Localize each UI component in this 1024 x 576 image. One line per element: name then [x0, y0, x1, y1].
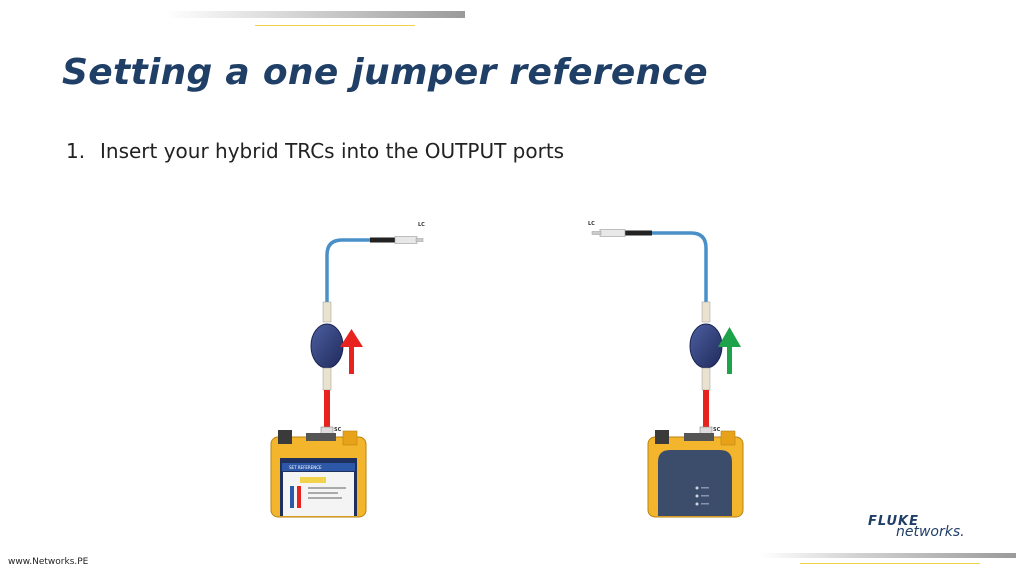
left-hybrid-module [310, 323, 344, 369]
right-blue-cable [651, 231, 708, 304]
right-setup: LC SC [588, 221, 744, 518]
right-green-arrow [718, 327, 741, 374]
fluke-networks-logo: FLUKE networks. [868, 514, 965, 540]
right-lc-boot [624, 230, 652, 236]
footer-url: www.Networks.PE [8, 557, 89, 567]
step-number: 1. [66, 139, 86, 163]
left-lc-label: LC [418, 222, 425, 228]
slide-title: Setting a one jumper reference [62, 52, 708, 93]
logo-fluke-text: FLUKE [868, 514, 919, 529]
left-lc-connector [394, 236, 418, 244]
logo-networks-text: networks. [896, 524, 965, 540]
left-red-cable [324, 390, 330, 428]
left-lower-strain-relief [322, 367, 332, 391]
left-sc-label: SC [334, 427, 342, 433]
top-decor-bar [165, 11, 465, 18]
left-screen-header: SET REFERENCE [289, 465, 322, 470]
right-upper-strain-relief [701, 301, 711, 323]
right-tester-device [647, 430, 744, 518]
right-sc-label: SC [713, 427, 721, 433]
right-hybrid-module [689, 323, 723, 369]
bottom-decor-bar [760, 553, 1016, 558]
left-tester-device [270, 430, 367, 518]
left-blue-cable [325, 238, 372, 304]
step-item: 1. Insert your hybrid TRCs into the OUTPU… [66, 139, 564, 163]
step-text: Insert your hybrid TRCs into the OUTPUT … [100, 139, 565, 163]
right-red-cable [703, 390, 709, 428]
left-upper-strain-relief [322, 301, 332, 323]
left-setup: SET REFERENCE LC SC [270, 222, 425, 518]
left-lc-boot [370, 237, 396, 243]
bottom-accent-line [800, 563, 980, 564]
right-lower-strain-relief [701, 367, 711, 391]
right-lc-connector [599, 229, 626, 237]
right-lc-label: LC [588, 221, 595, 227]
top-accent-line [255, 25, 415, 26]
left-red-arrow [340, 329, 363, 374]
